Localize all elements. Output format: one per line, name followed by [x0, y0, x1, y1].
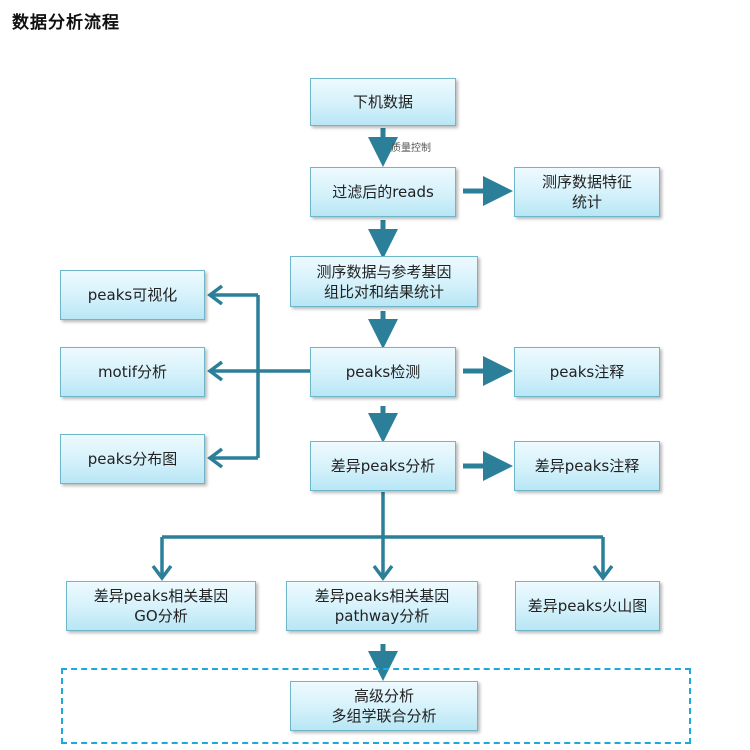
- node-label: 测序数据特征: [541, 173, 632, 191]
- bottom-branch-connector: [151, 492, 614, 581]
- node-raw-data[interactable]: 下机数据: [310, 78, 456, 126]
- node-diff-peaks-analysis[interactable]: 差异peaks分析: [310, 441, 456, 491]
- node-label: 过滤后的reads: [332, 183, 434, 201]
- node-seq-stats[interactable]: 测序数据特征 统计: [514, 167, 660, 217]
- node-label: GO分析: [134, 607, 188, 625]
- node-go-analysis[interactable]: 差异peaks相关基因 GO分析: [66, 581, 256, 631]
- left-branch-connector: [207, 284, 310, 469]
- edge-label-quality-control: 质量控制: [391, 143, 431, 154]
- node-label: 差异peaks分析: [330, 457, 436, 475]
- node-label: 测序数据与参考基因: [316, 262, 452, 281]
- node-pathway-analysis[interactable]: 差异peaks相关基因 pathway分析: [286, 581, 478, 631]
- node-label: pathway分析: [334, 607, 430, 625]
- node-label: peaks检测: [345, 363, 421, 381]
- node-label: 统计: [571, 193, 602, 211]
- node-label: 差异peaks火山图: [527, 597, 648, 615]
- node-advanced-analysis[interactable]: 高级分析 多组学联合分析: [290, 681, 478, 731]
- page-title: 数据分析流程: [12, 13, 120, 33]
- node-motif-analysis[interactable]: motif分析: [60, 347, 205, 397]
- node-diff-peaks-annotation[interactable]: 差异peaks注释: [514, 441, 660, 491]
- node-label: 差异peaks相关基因: [314, 587, 450, 605]
- node-label: motif分析: [97, 363, 168, 381]
- node-label: 差异peaks注释: [534, 457, 640, 475]
- node-label: 组比对和结果统计: [323, 282, 444, 301]
- advanced-analysis-group: [61, 668, 691, 744]
- node-label: peaks分布图: [87, 450, 178, 468]
- node-label: 下机数据: [352, 93, 413, 111]
- node-peaks-detection[interactable]: peaks检测: [310, 347, 456, 397]
- node-alignment[interactable]: 测序数据与参考基因 组比对和结果统计: [290, 256, 478, 307]
- node-volcano-plot[interactable]: 差异peaks火山图: [515, 581, 660, 631]
- node-peaks-visualization[interactable]: peaks可视化: [60, 270, 205, 320]
- node-label: peaks注释: [549, 363, 625, 381]
- node-peaks-annotation[interactable]: peaks注释: [514, 347, 660, 397]
- node-label: peaks可视化: [87, 286, 178, 304]
- node-label: 多组学联合分析: [331, 707, 437, 725]
- node-label: 高级分析: [353, 687, 414, 705]
- node-peaks-distribution[interactable]: peaks分布图: [60, 434, 205, 484]
- node-label: 差异peaks相关基因: [93, 587, 229, 605]
- node-filtered-reads[interactable]: 过滤后的reads: [310, 167, 456, 217]
